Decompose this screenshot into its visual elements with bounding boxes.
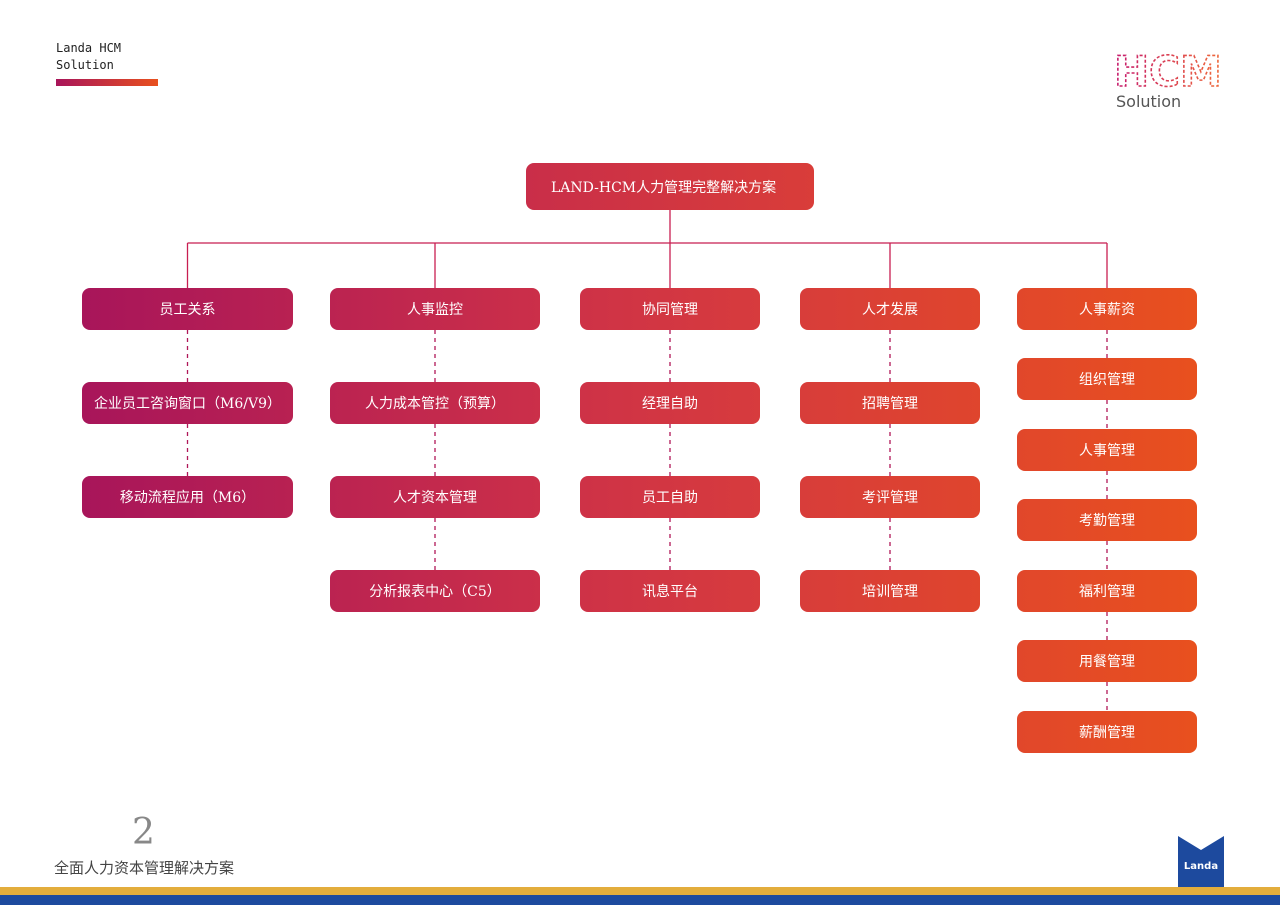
module-node[interactable]: 用餐管理 xyxy=(1017,640,1197,682)
hcm-logo-mark: HCM xyxy=(1114,47,1222,96)
module-node[interactable]: 薪酬管理 xyxy=(1017,711,1197,753)
brand-line-1: Landa HCM xyxy=(56,41,122,55)
footer-gold-stripe xyxy=(0,887,1280,895)
footer-blue-stripe xyxy=(0,895,1280,905)
module-node[interactable]: 讯息平台 xyxy=(580,570,760,612)
module-node[interactable]: 福利管理 xyxy=(1017,570,1197,612)
column-header[interactable]: 人才发展 xyxy=(800,288,980,330)
module-node[interactable]: 招聘管理 xyxy=(800,382,980,424)
module-node[interactable]: 企业员工咨询窗口（M6/V9） xyxy=(82,382,293,424)
module-node[interactable]: 员工自助 xyxy=(580,476,760,518)
module-node[interactable]: 培训管理 xyxy=(800,570,980,612)
brand-gradient-bar xyxy=(56,79,158,86)
hcm-logo: HCM xyxy=(1113,46,1222,97)
module-node[interactable]: 分析报表中心（C5） xyxy=(330,570,540,612)
root-node[interactable]: LAND-HCM人力管理完整解决方案 xyxy=(526,163,814,210)
landa-logo: Landa xyxy=(1178,836,1224,888)
column-header[interactable]: 员工关系 xyxy=(82,288,293,330)
module-node[interactable]: 人事管理 xyxy=(1017,429,1197,471)
module-node[interactable]: 组织管理 xyxy=(1017,358,1197,400)
brand-text: Landa HCM Solution xyxy=(56,40,121,74)
column-header[interactable]: 协同管理 xyxy=(580,288,760,330)
module-node[interactable]: 人才资本管理 xyxy=(330,476,540,518)
module-node[interactable]: 移动流程应用（M6） xyxy=(82,476,293,518)
brand-line-2: Solution xyxy=(56,58,114,72)
page-number: 2 xyxy=(132,812,155,853)
module-node[interactable]: 人力成本管控（预算） xyxy=(330,382,540,424)
module-node[interactable]: 考勤管理 xyxy=(1017,499,1197,541)
hcm-logo-sub: Solution xyxy=(1116,92,1182,111)
page-caption: 全面人力资本管理解决方案 xyxy=(54,859,235,877)
column-header[interactable]: 人事薪资 xyxy=(1017,288,1197,330)
module-node[interactable]: 考评管理 xyxy=(800,476,980,518)
column-header[interactable]: 人事监控 xyxy=(330,288,540,330)
module-node[interactable]: 经理自助 xyxy=(580,382,760,424)
landa-logo-text: Landa xyxy=(1184,861,1218,872)
